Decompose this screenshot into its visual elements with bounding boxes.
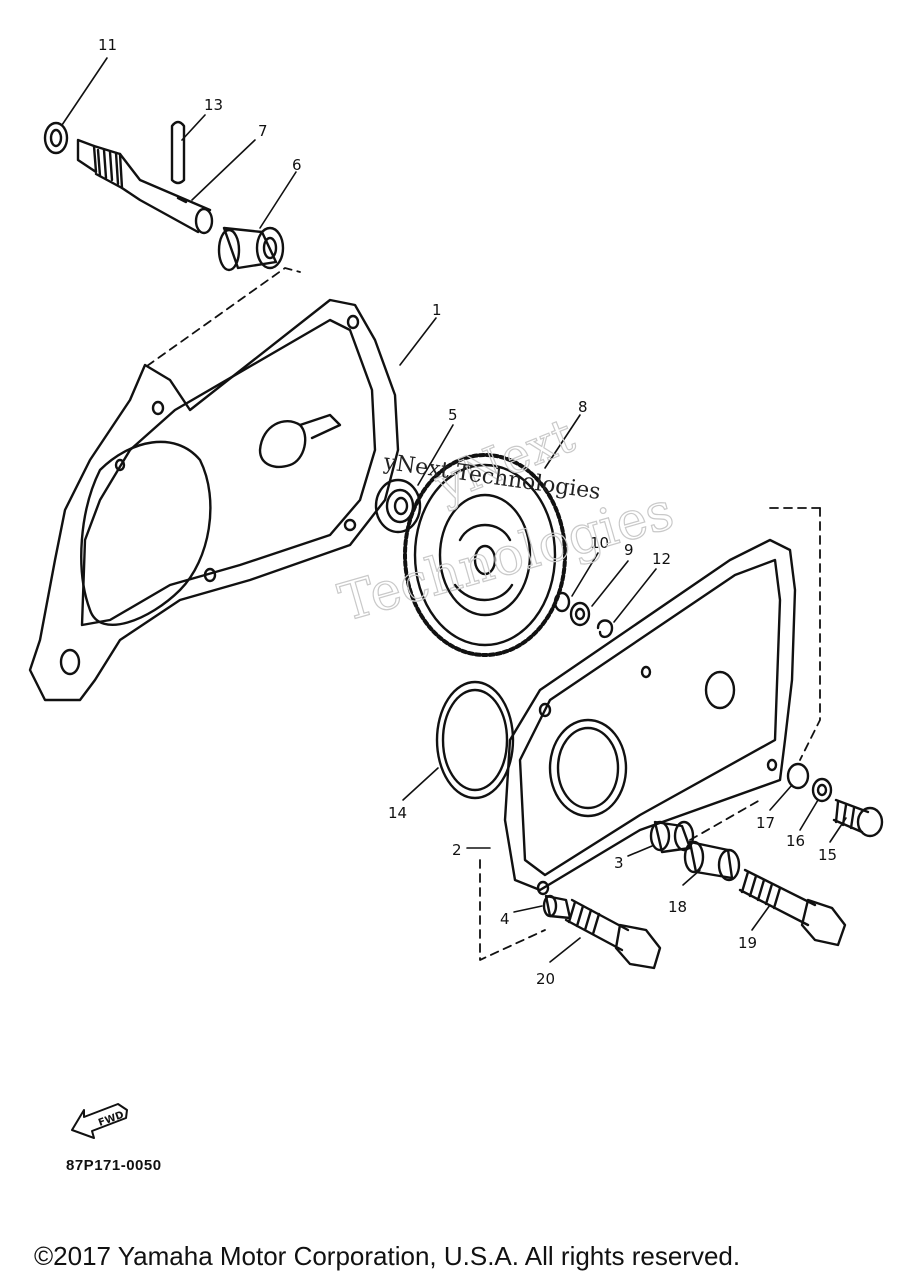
part-collar-4 (542, 894, 572, 920)
callout-5: 5 (448, 406, 458, 424)
callout-9: 9 (624, 541, 634, 559)
callout-13: 13 (204, 96, 223, 114)
callout-12: 12 (652, 550, 671, 568)
part-cover-2 (503, 538, 797, 896)
callout-10: 10 (590, 534, 609, 552)
callout-11: 11 (98, 36, 117, 54)
callout-19: 19 (738, 934, 757, 952)
part-housing-1 (28, 298, 400, 702)
part-bearing-5 (374, 478, 422, 534)
fwd-arrow-icon (71, 1103, 128, 1139)
part-clip-12 (596, 619, 614, 639)
callout-15: 15 (818, 846, 837, 864)
callout-20: 20 (536, 970, 555, 988)
callout-4: 4 (500, 910, 510, 928)
copyright-notice: ©2017 Yamaha Motor Corporation, U.S.A. A… (34, 1241, 741, 1271)
part-pin-13 (170, 120, 186, 185)
part-bushing-6 (217, 226, 285, 272)
part-washer-17 (786, 762, 810, 790)
callout-7: 7 (258, 122, 268, 140)
part-gear-8 (403, 453, 567, 657)
part-bolt-20 (564, 898, 662, 970)
part-washer-10 (553, 591, 571, 613)
part-bolt-19 (738, 868, 847, 947)
part-washer-16 (811, 777, 833, 803)
diagram-code: 87P171-0050 (66, 1157, 162, 1174)
part-collar-18 (683, 840, 741, 882)
part-o-ring-14 (435, 680, 515, 800)
part-bolt-15 (832, 798, 884, 838)
callout-2: 2 (452, 841, 462, 859)
part-washer-11 (43, 121, 69, 155)
callout-6: 6 (292, 156, 302, 174)
callout-16: 16 (786, 832, 805, 850)
part-shaft-7 (76, 138, 214, 235)
callout-labels: 11 13 7 6 1 5 8 10 9 12 14 2 3 4 18 19 2… (98, 36, 837, 988)
leader-lines (61, 57, 847, 963)
part-washer-9 (569, 601, 591, 627)
watermark: yNext Technologies yNext Technologies (332, 407, 681, 634)
callout-8: 8 (578, 398, 588, 416)
assembly-lines (146, 267, 821, 961)
callout-3: 3 (614, 854, 624, 872)
callout-14: 14 (388, 804, 407, 822)
callout-18: 18 (668, 898, 687, 916)
fwd-label: FWD (97, 1110, 125, 1129)
callout-17: 17 (756, 814, 775, 832)
callout-1: 1 (432, 301, 442, 319)
